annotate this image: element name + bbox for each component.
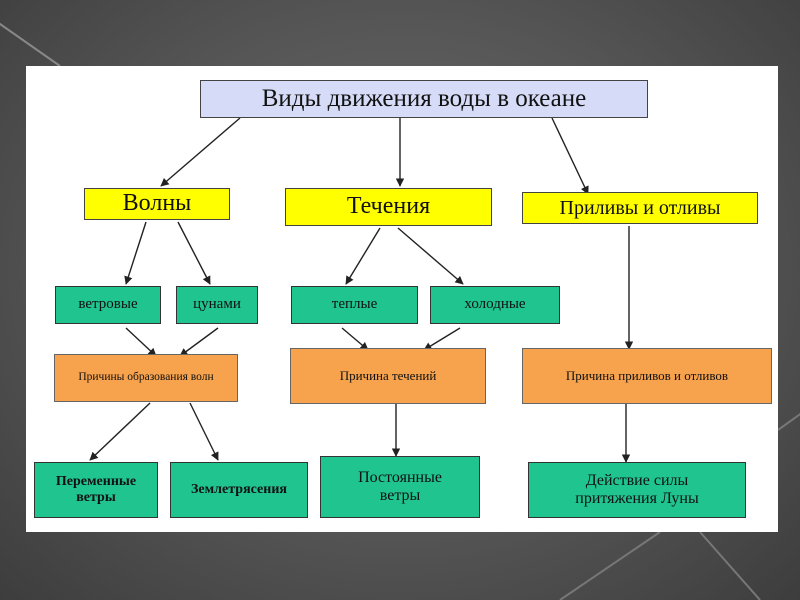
type-tsunami: цунами xyxy=(176,286,258,324)
result-constant-winds: Постоянные ветры xyxy=(320,456,480,518)
result-variable-winds: Переменные ветры xyxy=(34,462,158,518)
slide: Виды движения воды в океане Волны Течени… xyxy=(26,66,778,532)
type-warm: теплые xyxy=(291,286,418,324)
type-cold: холодные xyxy=(430,286,560,324)
category-currents: Течения xyxy=(285,188,492,226)
result-earthquakes: Землетрясения xyxy=(170,462,308,518)
connector-arrows xyxy=(89,117,634,463)
type-wind: ветровые xyxy=(55,286,161,324)
result-moon: Действие силы притяжения Луны xyxy=(528,462,746,518)
category-waves: Волны xyxy=(84,188,230,220)
cause-tides: Причина приливов и отливов xyxy=(522,348,772,404)
cause-waves: Причины образования волн xyxy=(54,354,238,402)
diagram-title: Виды движения воды в океане xyxy=(200,80,648,118)
category-tides: Приливы и отливы xyxy=(522,192,758,224)
cause-currents: Причина течений xyxy=(290,348,486,404)
